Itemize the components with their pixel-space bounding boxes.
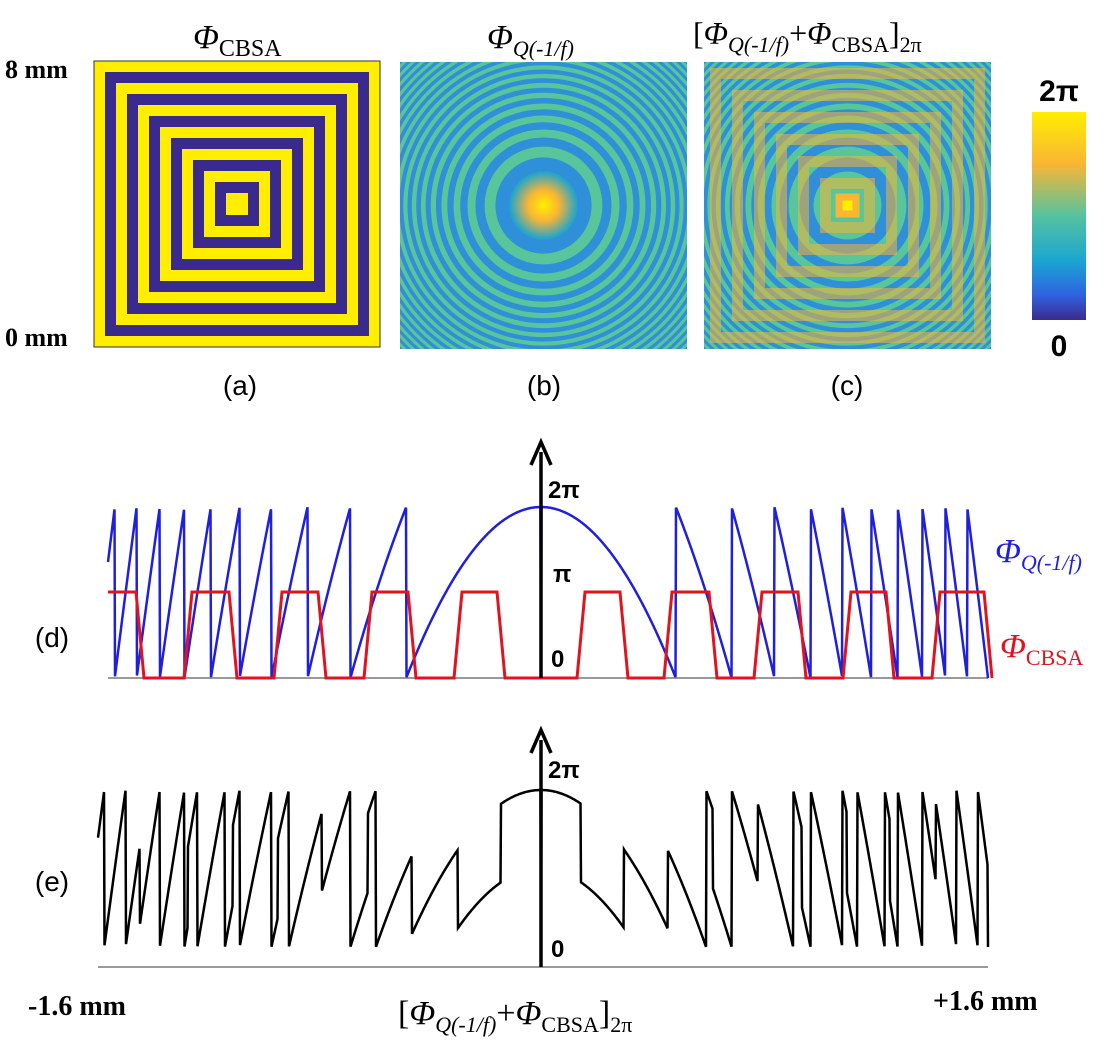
panel-e-plot [96, 725, 990, 968]
square-overlay [798, 156, 897, 255]
square-overlay [710, 68, 985, 343]
panel-d-legend-cbsa-subscript: CBSA [1026, 645, 1084, 670]
colorbar-max-label: 2π [1039, 75, 1079, 108]
square-overlay [776, 134, 919, 277]
panel-d-caption: (d) [35, 622, 69, 653]
panel-d-legend-q-subscript: Q(-1/f) [1021, 550, 1082, 575]
panel-c-title-close-subscript: 2π [900, 32, 922, 57]
panel-a-frame [93, 60, 381, 348]
panel-e-sum-curve [96, 788, 990, 948]
panel-a-title-subscript: CBSA [219, 36, 282, 62]
panel-e-caption: (e) [35, 866, 69, 897]
panel-e-bottom-open: [ [398, 995, 409, 1032]
panel-d-plot [106, 437, 994, 680]
panel-d-legend-cbsa-symbol: Φ [1000, 628, 1026, 665]
panel-e-y-label-2pi: 2π [548, 757, 580, 784]
panel-a-caption: (a) [223, 370, 257, 401]
panel-d-y-label-pi: π [553, 561, 571, 588]
panel-d-cbsa-curve [108, 590, 994, 680]
panel-c-title-symbol2: Φ [807, 15, 831, 51]
panel-e-bottom-subscript1: Q(-1/f) [435, 1012, 496, 1037]
panel-e-bottom-symbol1: Φ [409, 995, 435, 1032]
panel-e-bottom-title: [ΦQ(-1/f)+ΦCBSA]2π [398, 995, 632, 1037]
y-top-label: 8 mm [5, 55, 68, 84]
panel-d-legend-q: ΦQ(-1/f) [995, 533, 1082, 575]
panel-c-title: [ΦQ(-1/f)+ΦCBSA]2π [693, 15, 922, 57]
panel-e-bottom-plus: + [496, 995, 515, 1032]
panel-e-y-label-0: 0 [551, 936, 564, 963]
panel-b-image [400, 62, 687, 349]
panel-d-legend-q-symbol: Φ [995, 533, 1021, 570]
panel-e-y-axis-arrow [529, 725, 553, 754]
square-ring [226, 193, 248, 215]
x-right-label: +1.6 mm [933, 986, 1038, 1017]
colorbar-min-label: 0 [1051, 330, 1068, 363]
panel-b-title-symbol: Φ [487, 19, 513, 56]
panel-c-title-close: ] [889, 15, 900, 51]
panel-b-caption: (b) [527, 370, 561, 401]
square-overlay [754, 112, 941, 299]
panel-e-bottom-close-subscript: 2π [610, 1012, 632, 1037]
panel-a-title-symbol: Φ [193, 19, 219, 56]
panel-c-title-open: [ [693, 15, 704, 51]
x-left-label: -1.6 mm [28, 991, 126, 1022]
panel-c-caption: (c) [831, 370, 864, 401]
panel-c-title-subscript1: Q(-1/f) [728, 32, 789, 57]
panel-d-y-label-0: 0 [551, 646, 564, 673]
panel-a-image [93, 60, 381, 348]
square-overlay [820, 178, 875, 233]
panel-e-bottom-subscript2: CBSA [541, 1012, 599, 1037]
square-overlay [732, 90, 963, 321]
panel-e-bottom-close: ] [599, 995, 610, 1032]
panel-c-title-subscript2: CBSA [832, 32, 890, 57]
panel-d-q-curve [106, 505, 990, 679]
panel-b-title-subscript: Q(-1/f) [513, 36, 574, 61]
panel-a-title: ΦCBSA [193, 19, 282, 62]
y-bottom-label: 0 mm [5, 323, 68, 352]
lens-center [509, 171, 578, 240]
colorbar [1032, 112, 1086, 320]
panel-c-title-plus: + [789, 15, 807, 51]
panel-e-bottom-symbol2: Φ [516, 995, 542, 1032]
panel-b-title: ΦQ(-1/f) [487, 19, 574, 61]
panel-c-title-symbol1: Φ [704, 15, 728, 51]
panel-d-legend-cbsa: ΦCBSA [1000, 628, 1083, 670]
panel-c-image [704, 62, 991, 349]
panel-d-y-axis-arrow [529, 437, 553, 466]
panel-d-y-label-2pi: 2π [548, 477, 580, 504]
